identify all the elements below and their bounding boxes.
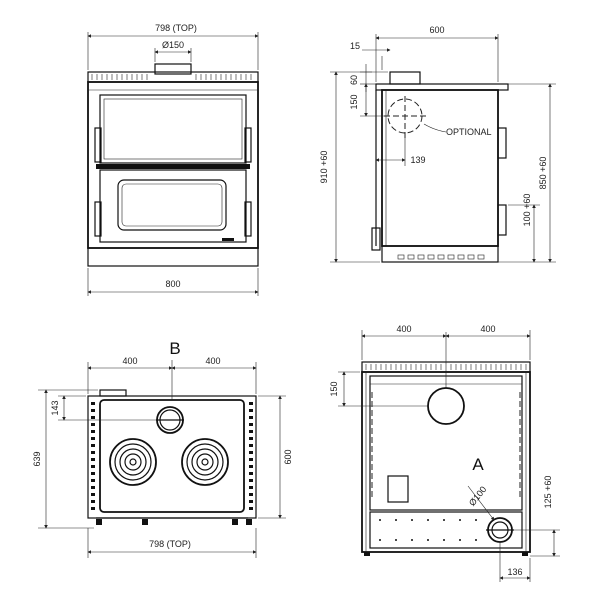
top-view-rear-tab bbox=[99, 389, 127, 397]
top-view-half-right-label: 400 bbox=[205, 356, 220, 366]
rear-hole-diameter-label: Ø100 bbox=[467, 484, 488, 508]
side-total-height-label: 910 +60 bbox=[319, 151, 329, 184]
side-body bbox=[381, 89, 499, 247]
rear-hole-offset-label: 136 bbox=[507, 567, 522, 577]
rear-view: 400 400 150 A Ø100 125 +60 136 bbox=[329, 324, 560, 582]
rear-foot-left bbox=[364, 552, 370, 556]
rear-top-hatch bbox=[365, 364, 527, 370]
top-view-letter: B bbox=[169, 339, 180, 358]
side-body-height-label: 850 +60 bbox=[538, 157, 548, 190]
side-top-height-label: 60 bbox=[349, 75, 359, 85]
top-view-hotplate-right bbox=[181, 438, 229, 486]
front-hinge-upper-left bbox=[94, 127, 102, 163]
front-hinge-upper-right bbox=[244, 127, 252, 163]
top-view-knob-1 bbox=[96, 519, 102, 525]
front-separator-bar bbox=[96, 164, 250, 169]
side-ash-pan bbox=[371, 227, 381, 251]
front-top-width-label: 798 (TOP) bbox=[155, 23, 197, 33]
rear-bottom-dots bbox=[379, 519, 477, 541]
rear-body bbox=[361, 371, 531, 553]
front-badge bbox=[222, 238, 234, 241]
front-base-width-label: 800 bbox=[165, 279, 180, 289]
front-hinge-lower-left bbox=[94, 201, 102, 237]
top-view-vents-right bbox=[249, 402, 253, 510]
front-fire-window bbox=[117, 179, 227, 231]
top-view-top-width-label: 798 (TOP) bbox=[149, 539, 191, 549]
front-plinth bbox=[87, 247, 259, 267]
top-view-knob-2 bbox=[142, 519, 148, 525]
rear-view-letter: A bbox=[472, 455, 484, 474]
side-plinth bbox=[381, 245, 499, 263]
rear-vents bbox=[371, 392, 521, 500]
side-offset-top-label: 15 bbox=[350, 41, 360, 51]
side-view: OPTIONAL 600 15 60 150 139 910 +60 850 + bbox=[319, 25, 556, 263]
side-flue-height-label: 150 bbox=[349, 94, 359, 109]
rear-flue-height-label: 150 bbox=[329, 381, 339, 396]
side-plinth-slots bbox=[397, 254, 485, 260]
rear-panel bbox=[369, 375, 523, 511]
front-top-hatch bbox=[91, 74, 252, 80]
side-depth-label: 600 bbox=[429, 25, 444, 35]
rear-foot-right bbox=[522, 552, 528, 556]
top-view-hotplate-left bbox=[109, 438, 157, 486]
top-view-vents-left bbox=[91, 402, 95, 510]
top-view-body-depth-label: 600 bbox=[283, 449, 293, 464]
top-view-front-offset-label: 143 bbox=[50, 400, 60, 415]
top-view-half-left-label: 400 bbox=[122, 356, 137, 366]
side-handle-lower bbox=[497, 204, 507, 236]
side-low-height-label: 100 +60 bbox=[522, 194, 532, 227]
side-optional-label: OPTIONAL bbox=[446, 127, 492, 137]
front-flue-diameter-label: Ø150 bbox=[162, 40, 184, 50]
front-oven-door bbox=[99, 94, 247, 164]
top-view: B bbox=[32, 339, 293, 558]
rear-hole-height-label: 125 +60 bbox=[543, 476, 553, 509]
rear-half-right-label: 400 bbox=[480, 324, 495, 334]
top-view-outline bbox=[87, 395, 257, 519]
rear-inspection-hatch bbox=[387, 475, 409, 503]
rear-half-left-label: 400 bbox=[396, 324, 411, 334]
side-flue-offset-label: 139 bbox=[410, 155, 425, 165]
front-view: 798 (TOP) Ø150 800 bbox=[87, 23, 259, 296]
side-flue-collar bbox=[389, 71, 421, 85]
side-handle-upper bbox=[497, 127, 507, 159]
side-optional-leader bbox=[423, 123, 447, 133]
rear-flue-circle bbox=[427, 387, 465, 425]
front-hinge-lower-right bbox=[244, 201, 252, 237]
top-view-knob-3 bbox=[232, 519, 238, 525]
top-view-knob-4 bbox=[246, 519, 252, 525]
front-fire-door bbox=[99, 169, 247, 243]
front-flue-collar bbox=[154, 63, 192, 75]
top-view-overall-depth-label: 639 bbox=[32, 451, 42, 466]
